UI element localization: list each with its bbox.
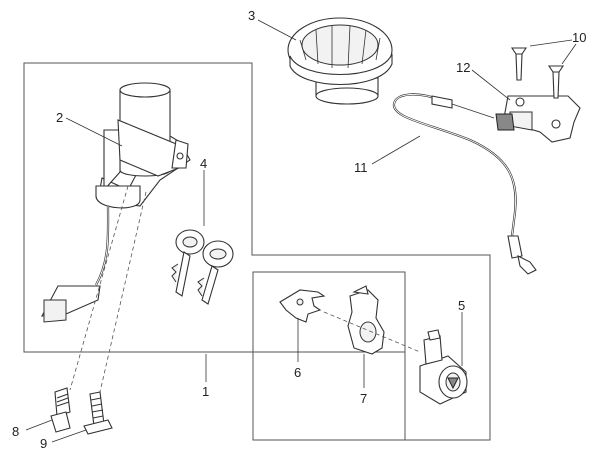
callout-2: 2 — [56, 110, 63, 125]
callout-8: 8 — [12, 424, 19, 439]
key-pair — [171, 229, 234, 305]
fuel-tank-cap — [287, 17, 393, 105]
stud-bolt — [50, 387, 71, 433]
release-cable — [392, 93, 537, 275]
leader-10a — [529, 39, 573, 47]
callout-11: 11 — [354, 160, 368, 175]
bracket-screws — [510, 47, 565, 99]
callout-3: 3 — [248, 8, 255, 23]
leader-11 — [371, 135, 421, 165]
callout-4: 4 — [200, 156, 207, 171]
callout-7: 7 — [360, 391, 367, 406]
callout-5: 5 — [458, 298, 465, 313]
callout-1: 1 — [202, 384, 209, 399]
leader-9 — [51, 429, 87, 443]
seat-lock-barrel — [419, 329, 468, 405]
mounting-screw — [83, 391, 113, 435]
callout-12: 12 — [456, 60, 470, 75]
ignition-switch — [41, 82, 191, 393]
cap-release-bracket — [495, 95, 581, 143]
group-frame-ignition-set — [23, 62, 491, 441]
spring-clip — [279, 289, 326, 323]
group-frame-lock-subset — [252, 271, 406, 441]
leader-3 — [257, 19, 297, 41]
callout-9: 9 — [40, 436, 47, 451]
leader-10b — [561, 43, 577, 65]
callout-10: 10 — [572, 30, 586, 45]
callout-6: 6 — [294, 365, 301, 380]
leader-2 — [65, 117, 123, 147]
lock-mounting-plate — [323, 285, 421, 355]
leader-8 — [25, 419, 53, 431]
leader-12 — [471, 69, 511, 101]
